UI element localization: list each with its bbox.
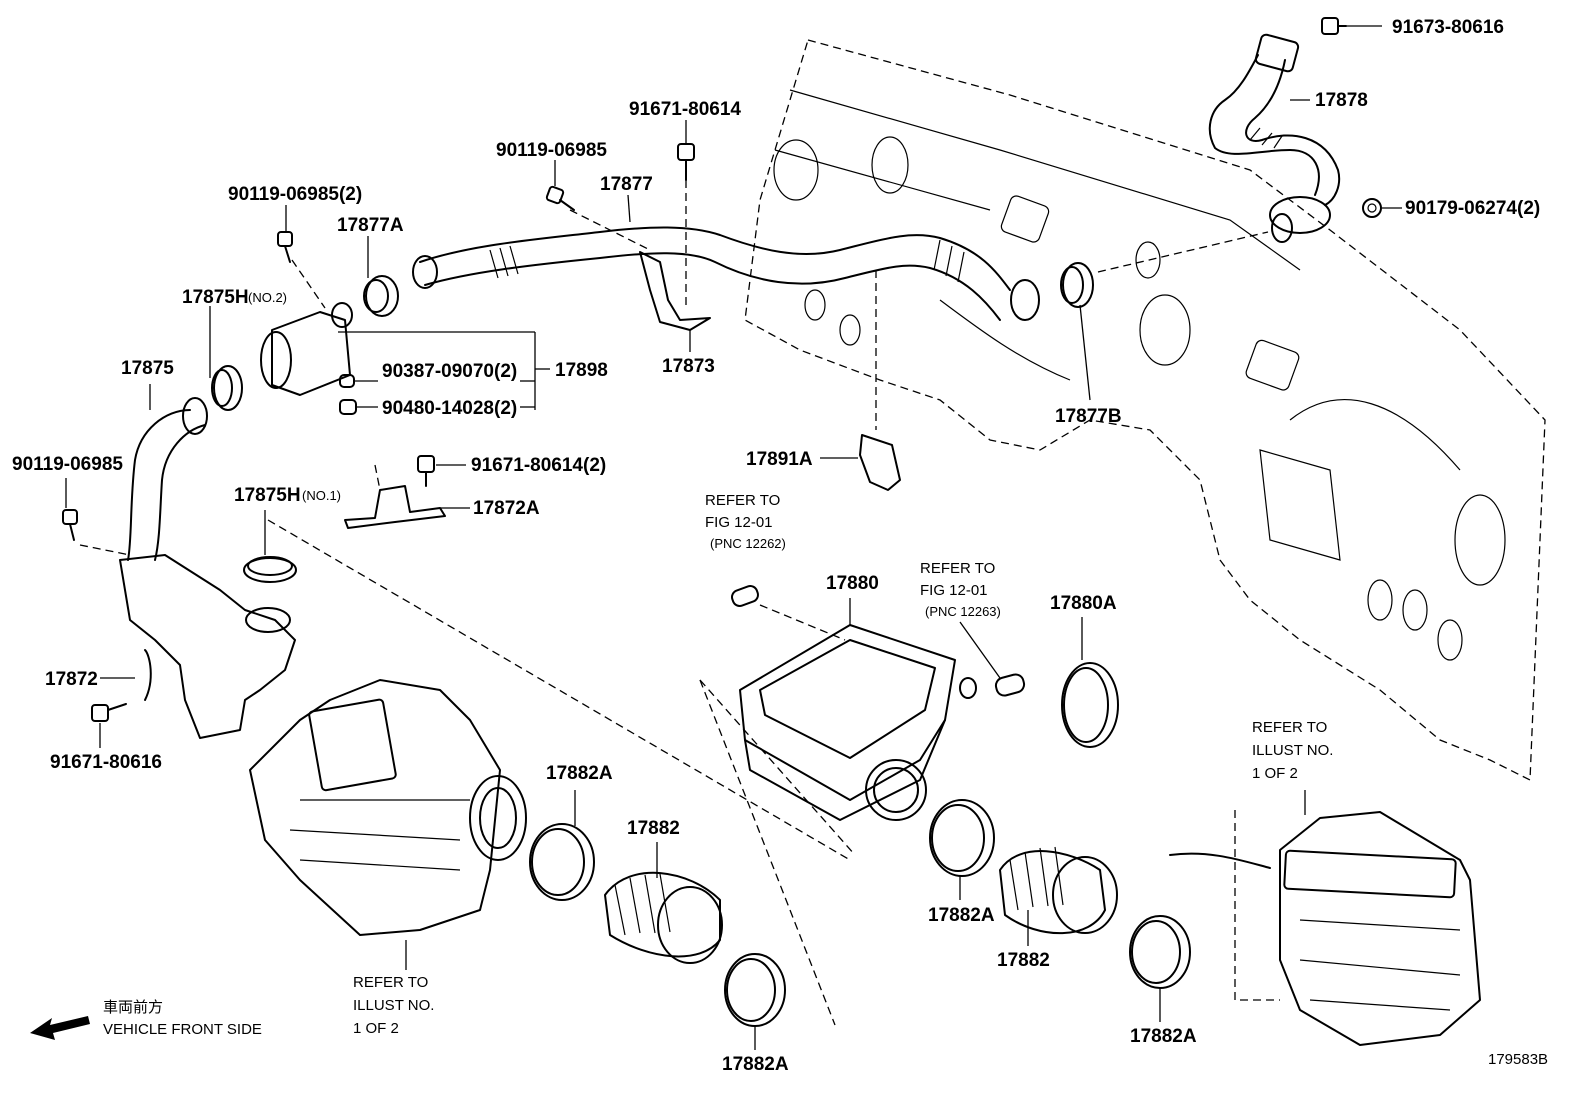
label-91671-80616: 91671-80616 <box>50 752 162 773</box>
front-arrow-icon <box>30 1016 90 1040</box>
label-17875h-no1-sub: (NO.1) <box>302 488 341 503</box>
ref-illust-b-line1: REFER TO <box>1252 719 1327 736</box>
hose-17875 <box>127 397 208 561</box>
bolt-91671-80614-icon <box>677 143 695 181</box>
grommet-90480-icon <box>339 399 357 415</box>
label-17882a-1: 17882A <box>546 763 613 784</box>
hose-17878 <box>1208 33 1341 243</box>
hose-17877 <box>412 226 1040 321</box>
bracket-17891a <box>859 434 901 491</box>
front-side-jp: 車両前方 <box>103 999 163 1016</box>
air-cleaner-assembly-right <box>1169 811 1481 1046</box>
label-17898: 17898 <box>555 360 608 381</box>
front-side-en: VEHICLE FRONT SIDE <box>103 1021 262 1038</box>
bracket-17872a <box>344 485 446 529</box>
label-17880a: 17880A <box>1050 593 1117 614</box>
ref-fig-b-line2: FIG 12-01 <box>920 582 988 599</box>
clamp-17875h-no1 <box>243 556 297 583</box>
clamp-17877a <box>363 275 399 317</box>
label-91671-80614-2: 91671-80614(2) <box>471 455 606 476</box>
label-17877a: 17877A <box>337 215 404 236</box>
body-panel-outline <box>744 39 1546 782</box>
ref-illust-a-line2: ILLUST NO. <box>353 997 434 1014</box>
nut-90179-06274-icon <box>1362 198 1382 218</box>
label-90480-14028: 90480-14028(2) <box>382 398 517 419</box>
label-17882a-4: 17882A <box>1130 1026 1197 1047</box>
bolt-90119-06985-2-icon <box>277 231 293 263</box>
clamp-17882a-4 <box>1129 915 1191 989</box>
bolt-91671-80616-icon <box>91 703 127 722</box>
guide-lines <box>79 180 1280 1026</box>
ref-illust-b-line2: ILLUST NO. <box>1252 742 1333 759</box>
label-17875h-no2: 17875H <box>182 287 249 308</box>
label-17880: 17880 <box>826 573 879 594</box>
bracket-17873 <box>639 251 711 331</box>
ref-fig-b-line1: REFER TO <box>920 560 995 577</box>
ref-illust-b-line3: 1 OF 2 <box>1252 765 1298 782</box>
ref-fig-a-line2: FIG 12-01 <box>705 514 773 531</box>
bolt-90119-06985-left-icon <box>62 509 78 541</box>
bellows-17882-2 <box>999 846 1118 935</box>
label-17872: 17872 <box>45 669 98 690</box>
clamp-17882a-2 <box>929 799 995 877</box>
ref-illust-a-line1: REFER TO <box>353 974 428 991</box>
bolt-91671-80614-2-icon <box>417 455 435 487</box>
label-90387-09070: 90387-09070(2) <box>382 361 517 382</box>
label-90179-06274: 90179-06274(2) <box>1405 198 1540 219</box>
label-17882a-3: 17882A <box>722 1054 789 1075</box>
bellows-17882-1 <box>604 871 723 964</box>
label-17875h-no2-sub: (NO.2) <box>248 290 287 305</box>
label-17877: 17877 <box>600 174 653 195</box>
resonator-17898 <box>260 302 353 396</box>
figure-code: 179583B <box>1488 1051 1548 1068</box>
label-17891a: 17891A <box>746 449 813 470</box>
label-17878: 17878 <box>1315 90 1368 111</box>
label-17873: 17873 <box>662 356 715 377</box>
ref-fig-a-line1: REFER TO <box>705 492 780 509</box>
clamp-17877b <box>1060 262 1094 308</box>
label-17877b: 17877B <box>1055 406 1122 427</box>
air-cleaner-assembly-left <box>249 679 527 936</box>
label-91671-80614-top: 91671-80614 <box>629 99 741 120</box>
ref-illust-a-line3: 1 OF 2 <box>353 1020 399 1037</box>
air-cleaner-17880 <box>739 624 977 821</box>
clamp-17880a <box>1061 662 1119 748</box>
label-90119-06985-mid: 90119-06985 <box>496 140 607 161</box>
label-17875h-no1: 17875H <box>234 485 301 506</box>
ref-fig-b-line3: (PNC 12263) <box>925 604 1001 619</box>
label-17872a: 17872A <box>473 498 540 519</box>
label-17875: 17875 <box>121 358 174 379</box>
label-90119-06985-left: 90119-06985 <box>12 454 123 475</box>
clamp-17882a-3 <box>724 953 786 1027</box>
label-90119-06985-2: 90119-06985(2) <box>228 184 362 205</box>
bolt-90119-06985-mid-icon <box>545 185 575 211</box>
ref-fig-a-line3: (PNC 12262) <box>710 536 786 551</box>
clamp-17875h-no2 <box>211 365 243 411</box>
label-17882a-2: 17882A <box>928 905 995 926</box>
label-91673-80616: 91673-80616 <box>1392 17 1504 38</box>
clamp-17882a-1 <box>529 823 595 901</box>
clip-12263-icon <box>994 673 1026 697</box>
grommet-90387-icon <box>339 374 355 388</box>
label-17882-1: 17882 <box>627 818 680 839</box>
duct-17872 <box>119 554 296 739</box>
leader-lines <box>65 25 1402 1050</box>
clip-12262-icon <box>731 585 759 607</box>
label-17882-2: 17882 <box>997 950 1050 971</box>
